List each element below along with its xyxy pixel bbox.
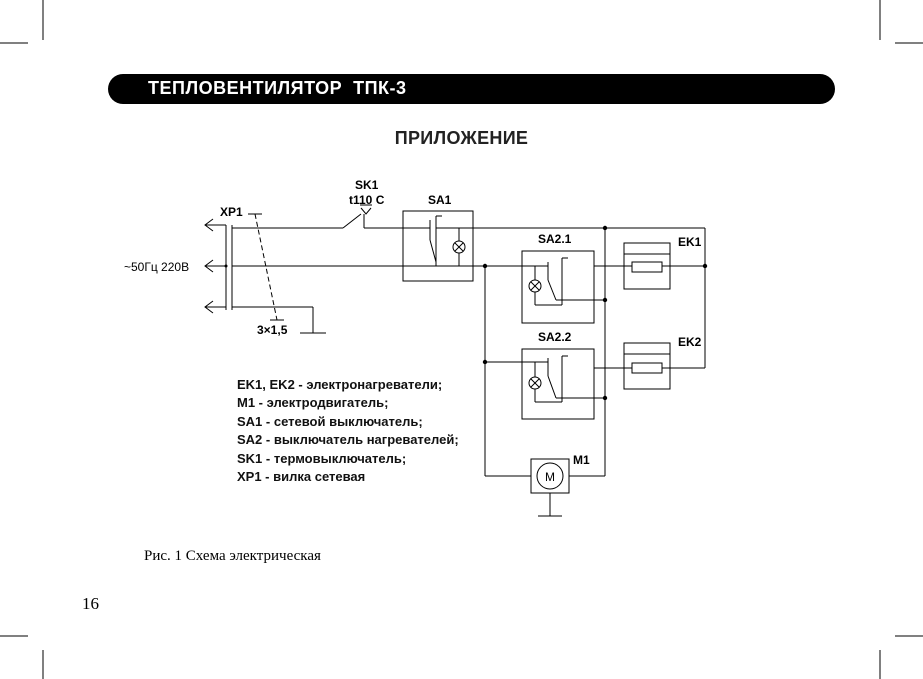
thermal-switch-sk1 <box>342 204 421 229</box>
figure-caption: Рис. 1 Схема электрическая <box>144 548 321 564</box>
label-ek2: EK2 <box>678 335 702 349</box>
heater-ek2 <box>623 342 705 390</box>
legend-line: SA1 - сетевой выключатель; <box>237 413 423 429</box>
legend-line: M1 - электродвигатель; <box>237 395 389 411</box>
legend: EK1, EK2 - электронагреватели; M1 - элек… <box>237 376 459 486</box>
label-sa2-2: SA2.2 <box>538 330 572 344</box>
motor-m1 <box>485 398 606 517</box>
label-m1: M1 <box>573 453 590 467</box>
page-number: 16 <box>82 594 99 613</box>
label-sk1: SK1 <box>355 178 379 192</box>
label-motor-symbol: M <box>545 470 555 484</box>
legend-line: SK1 - термовыключатель; <box>237 450 407 466</box>
switch-sa2-2 <box>485 300 624 420</box>
junction-dots <box>224 225 708 401</box>
label-sa2-1: SA2.1 <box>538 232 572 246</box>
label-cable: 3×1,5 <box>257 323 288 337</box>
legend-line: EK1, EK2 - электронагреватели; <box>237 377 443 392</box>
label-supply: ~50Гц 220В <box>124 260 189 274</box>
section-heading: ПРИЛОЖЕНИЕ <box>394 128 529 148</box>
label-ek1: EK1 <box>678 235 702 249</box>
legend-line: SA2 - выключатель нагревателей; <box>237 432 459 448</box>
switch-sa2-1 <box>485 228 624 324</box>
label-sa1: SA1 <box>428 193 452 207</box>
plug-xp1 <box>204 213 326 334</box>
page-header-bar: ТЕПЛОВЕНТИЛЯТОР ТПК-3 <box>108 74 835 104</box>
label-sk1-temp: t110 C <box>349 193 385 207</box>
label-xp1: XP1 <box>220 205 243 219</box>
switch-sa1 <box>402 210 474 282</box>
heater-ek1 <box>623 242 705 290</box>
legend-line: XP1 - вилка сетевая <box>237 469 366 485</box>
page-header-title: ТЕПЛОВЕНТИЛЯТОР ТПК-3 <box>148 78 407 98</box>
